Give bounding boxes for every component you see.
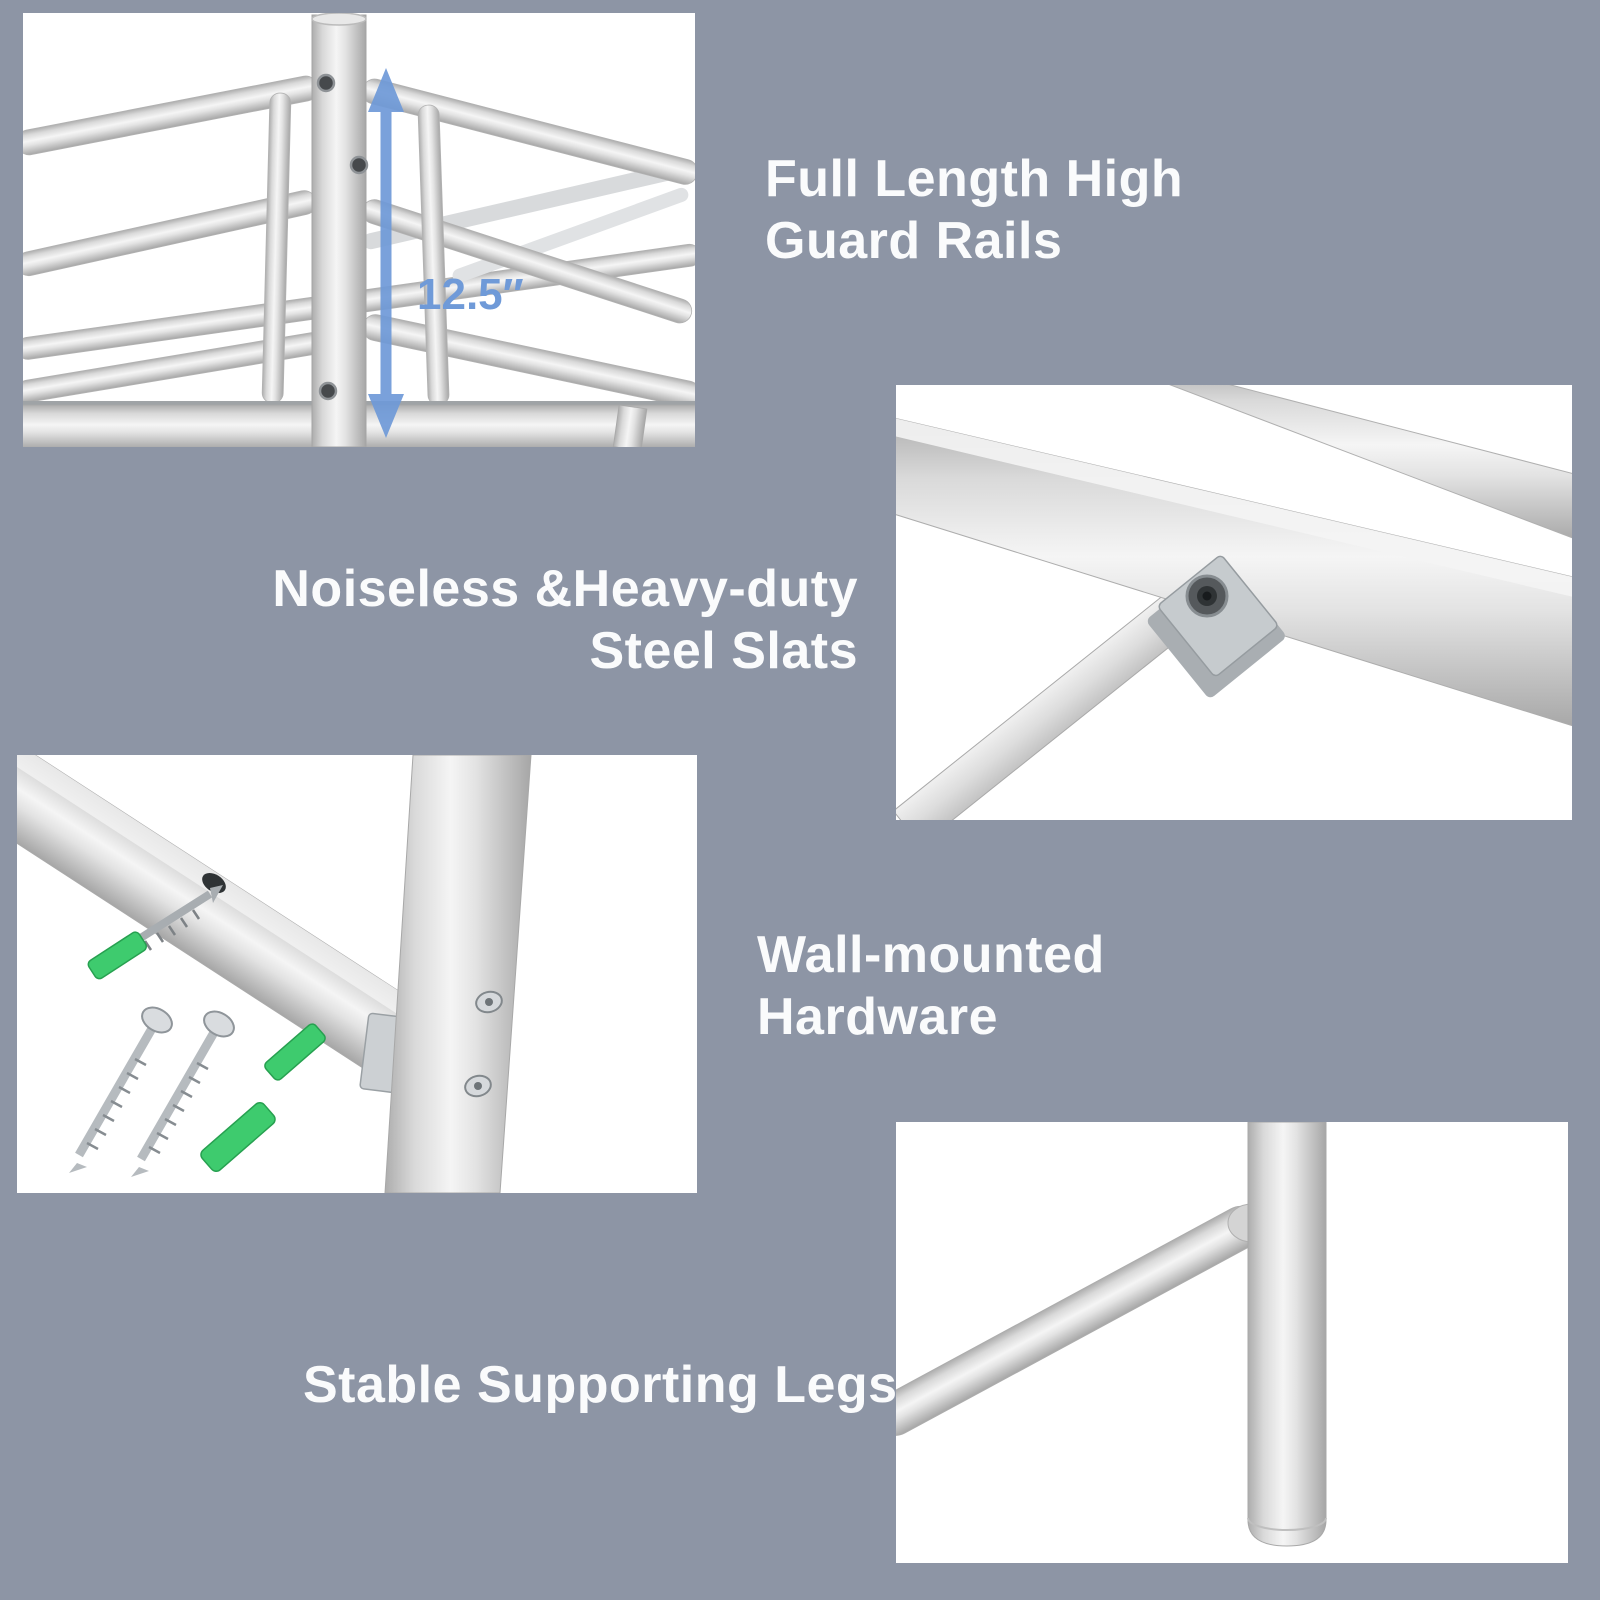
arrow-up-icon (368, 68, 404, 112)
wall-anchor (87, 931, 147, 980)
caption-wall-hardware: Wall-mounted Hardware (757, 924, 1105, 1048)
photo-support-leg (896, 1122, 1568, 1563)
caption-line: Hardware (757, 988, 998, 1046)
right-rails (361, 78, 695, 408)
caption-line: Noiseless &Heavy-duty (272, 560, 858, 618)
post-screw-heads (464, 990, 503, 1098)
caption-line: Full Length High (765, 150, 1184, 208)
far-leg (612, 404, 648, 447)
caption-line: Wall-mounted (757, 926, 1105, 984)
photo-steel-slats (896, 385, 1572, 820)
caption-line: Steel Slats (589, 622, 858, 680)
frame-screws (316, 73, 369, 401)
arrow-down-icon (368, 394, 404, 438)
caption-steel-slats: Noiseless &Heavy-duty Steel Slats (272, 558, 858, 682)
support-leg-illustration (896, 1122, 1327, 1547)
caption-line: Stable Supporting Legs (303, 1356, 898, 1414)
slat-clamp (1147, 555, 1285, 698)
wall-hardware-illustration (17, 755, 532, 1193)
leg-cap-seam (1247, 1517, 1327, 1531)
cross-bar (896, 1205, 1263, 1436)
photo-guard-rails: 12.5″ (23, 13, 695, 447)
measure-arrow (368, 68, 404, 438)
post-cap (311, 13, 367, 26)
measurement-label: 12.5″ (417, 270, 524, 319)
rear-rail (1169, 385, 1572, 539)
photo-wall-hardware (17, 755, 697, 1193)
steel-slats-illustration (896, 385, 1572, 820)
caption-support-legs: Stable Supporting Legs (303, 1354, 898, 1416)
caption-guard-rails: Full Length High Guard Rails (765, 148, 1183, 272)
guard-rails-illustration: 12.5″ (23, 13, 695, 447)
leg-tube (1247, 1122, 1327, 1547)
loose-screws (69, 1006, 235, 1177)
balusters (261, 92, 450, 406)
bed-post (384, 755, 532, 1193)
loose-anchors (200, 1023, 326, 1172)
caption-line: Guard Rails (765, 212, 1063, 270)
floating-screw (87, 885, 223, 980)
